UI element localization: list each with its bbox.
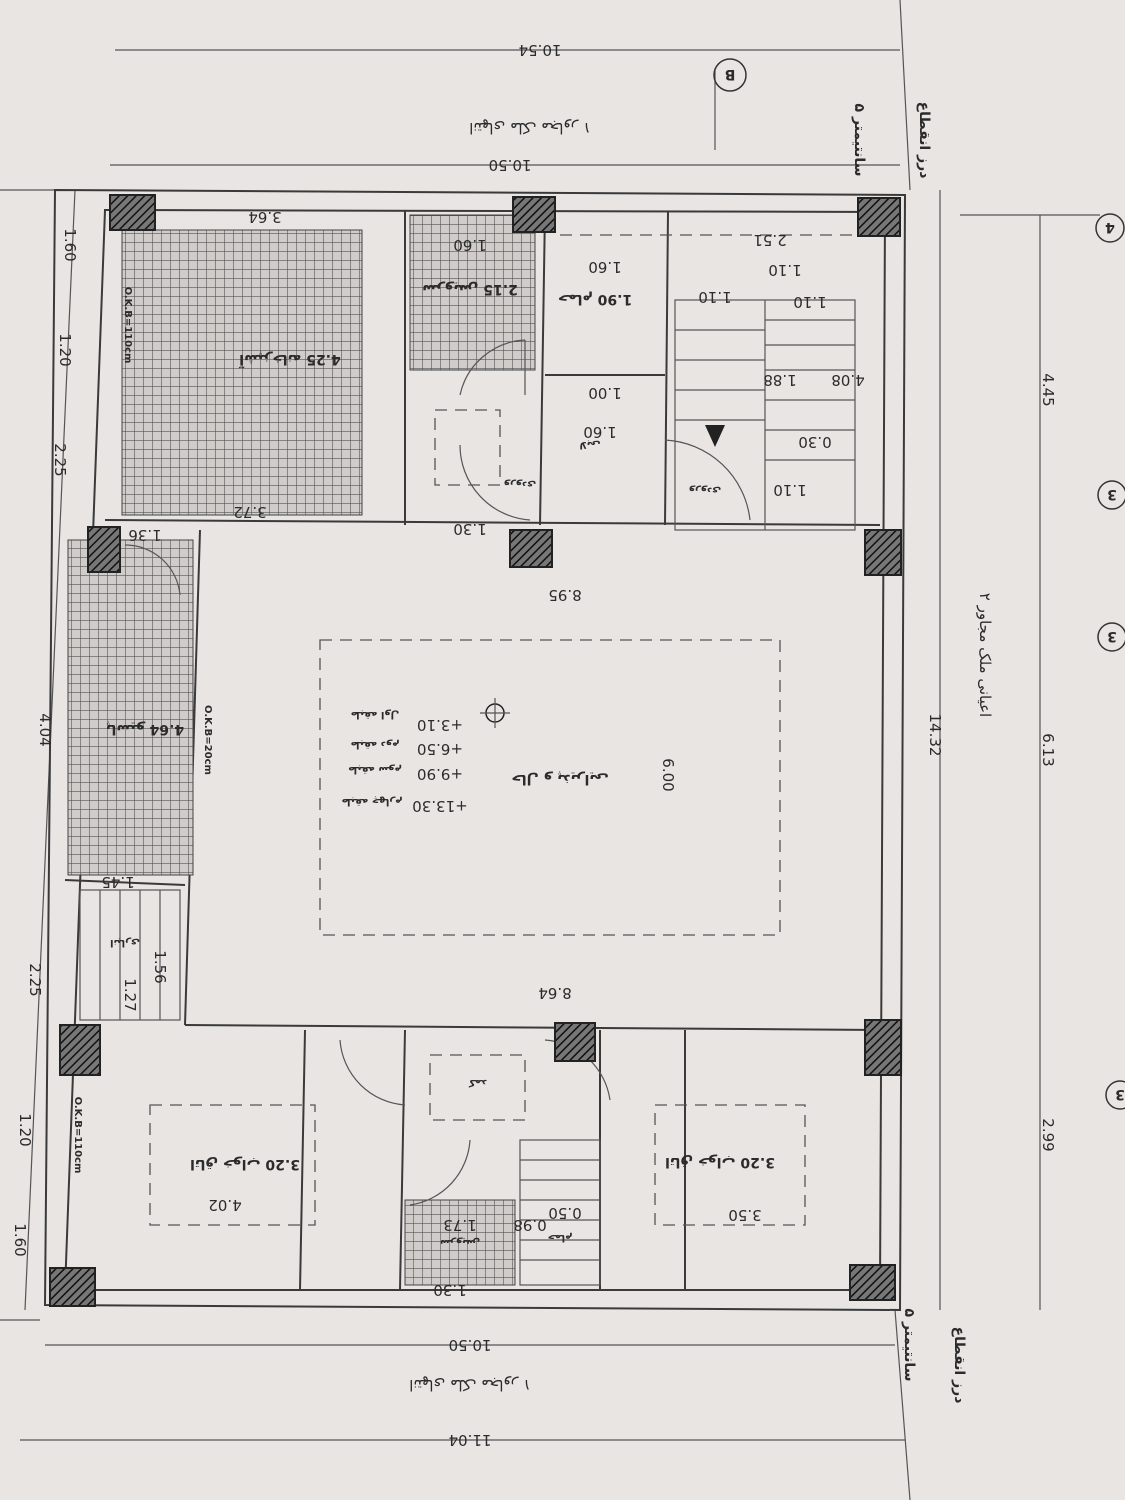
axis-label: 3 — [1115, 1086, 1125, 1102]
staircase-left — [79, 889, 181, 1021]
room-label-entry: ورودی — [504, 479, 537, 490]
dim-right: 4.45 — [1039, 373, 1057, 406]
dim: 1.10 — [773, 481, 806, 499]
level-label: طبقه دوم — [351, 739, 400, 750]
dim: 8.95 — [548, 586, 581, 604]
grid-axis-bubbles: 4 3 3 3 — [1095, 213, 1125, 1110]
dim: 1.30 — [453, 520, 486, 538]
top-joint-width: ۵ سانتیمتر — [851, 104, 867, 177]
top-joint-label: درز انقطاع — [916, 102, 932, 179]
dim: 0.98 — [513, 1216, 546, 1234]
dim-left: 1.20 — [56, 333, 74, 366]
stair-direction-arrow — [705, 425, 725, 447]
dim: 1.27 — [121, 978, 139, 1011]
dim: 1.60 — [588, 258, 621, 276]
room-label-living: حال و پذیرایی — [511, 771, 608, 787]
dim: 0.50 — [548, 1204, 581, 1222]
level-marker — [480, 698, 510, 728]
dim: 6.00 — [659, 758, 677, 791]
labels: 10.54 10.50 انتهای ملک مجاور ۱ ۵ سانتیمت… — [11, 41, 1125, 1449]
room-label-bedroom-2: اتاق خواب 3.20 — [665, 1154, 775, 1170]
dim-left: 2.25 — [51, 443, 69, 476]
staircase-bottom — [519, 1139, 601, 1286]
room-label-bath: حمام 1.90 — [558, 291, 632, 307]
dim: 1.10 — [698, 288, 731, 306]
room-label-storage: انباری — [110, 937, 140, 948]
tiled-areas — [67, 214, 536, 1286]
room-label-hall: ورودی — [689, 485, 722, 496]
dim-left: 4.04 — [36, 713, 54, 746]
dim: 3.64 — [248, 208, 281, 226]
dim: 1.56 — [151, 950, 169, 983]
level-value: +6.50 — [417, 740, 463, 758]
bottom-joint-label: درز انقطاع — [951, 1327, 967, 1404]
room-label-bedroom-1: اتاق خواب 3.20 — [190, 1156, 300, 1172]
dim-top-inner: 10.50 — [489, 156, 532, 174]
section-marker-label: B — [725, 66, 736, 82]
bottom-joint-width: ۵ سانتیمتر — [901, 1309, 917, 1382]
dim-right: 2.99 — [1039, 1118, 1057, 1151]
top-note: انتهای ملک مجاور ۱ — [469, 119, 591, 137]
bottom-note: انتهای ملک مجاور ۱ — [409, 1376, 531, 1394]
dim: 1.60 — [453, 236, 486, 254]
okb-note: O.K.B=20cm — [202, 705, 213, 775]
dim: 3.50 — [728, 1206, 761, 1224]
staircase-top — [674, 299, 856, 531]
okb-note: O.K.B=110cm — [72, 1097, 83, 1174]
structural-columns — [49, 194, 902, 1307]
room-label-bath-2: حمام — [548, 1232, 573, 1243]
level-list: +3.10 طبقه اول +6.50 طبقه دوم +9.90 طبقه… — [342, 709, 468, 815]
dim: 3.72 — [233, 503, 266, 521]
dim: 1.45 — [101, 873, 134, 891]
dim: 1.73 — [443, 1216, 476, 1234]
level-label: طبقه اول — [351, 709, 400, 720]
room-label-patio: پاسیو 4.64 — [106, 721, 184, 737]
section-marker: B — [713, 58, 747, 92]
dashed-outlines — [149, 234, 860, 1226]
dim-14-32: 14.32 — [926, 714, 944, 757]
okb-note: O.K.B=110cm — [122, 287, 133, 364]
room-label-closet: کمد — [469, 1077, 487, 1088]
dim: 1.00 — [588, 384, 621, 402]
dim: 4.08 — [831, 371, 864, 389]
level-label: طبقه سوم — [348, 764, 402, 775]
level-label: طبقه چهارم — [342, 796, 403, 807]
axis-label: 3 — [1107, 486, 1117, 502]
dim: 1.60 — [583, 423, 616, 441]
dim: 0.30 — [798, 433, 831, 451]
dim: 1.88 — [763, 371, 796, 389]
right-note: اعیانی ملک مجاور ۲ — [976, 593, 994, 717]
dim-left: 1.60 — [11, 1223, 29, 1256]
axis-label: 4 — [1105, 219, 1115, 235]
level-value: +13.30 — [412, 797, 468, 815]
room-label-lobby: لابی — [579, 439, 600, 450]
dim: 1.10 — [768, 261, 801, 279]
level-value: +3.10 — [417, 716, 463, 734]
dim: 8.64 — [538, 984, 571, 1002]
dim: 4.02 — [208, 1196, 241, 1214]
doors — [124, 339, 751, 1206]
dim: 1.10 — [793, 293, 826, 311]
room-label-wc: سرویس 2.15 — [422, 281, 518, 297]
dim: 2.51 — [753, 231, 786, 249]
level-value: +9.90 — [417, 765, 463, 783]
axis-label: 3 — [1107, 628, 1117, 644]
dim: 1.30 — [433, 1281, 466, 1299]
dim-left: 1.60 — [61, 228, 79, 261]
dim-right: 6.13 — [1039, 733, 1057, 766]
room-label-wc-2: سرویس — [440, 1237, 480, 1248]
dim-bottom-inner: 10.50 — [449, 1336, 492, 1354]
dim-left: 2.25 — [26, 963, 44, 996]
dim-top-overall: 10.54 — [519, 41, 562, 59]
dim-left: 1.20 — [16, 1113, 34, 1146]
dim: 1.36 — [128, 526, 161, 544]
dim-bottom-overall: 11.04 — [449, 1431, 492, 1449]
room-label-kitchen: آشپزخانه 4.25 — [238, 351, 341, 369]
